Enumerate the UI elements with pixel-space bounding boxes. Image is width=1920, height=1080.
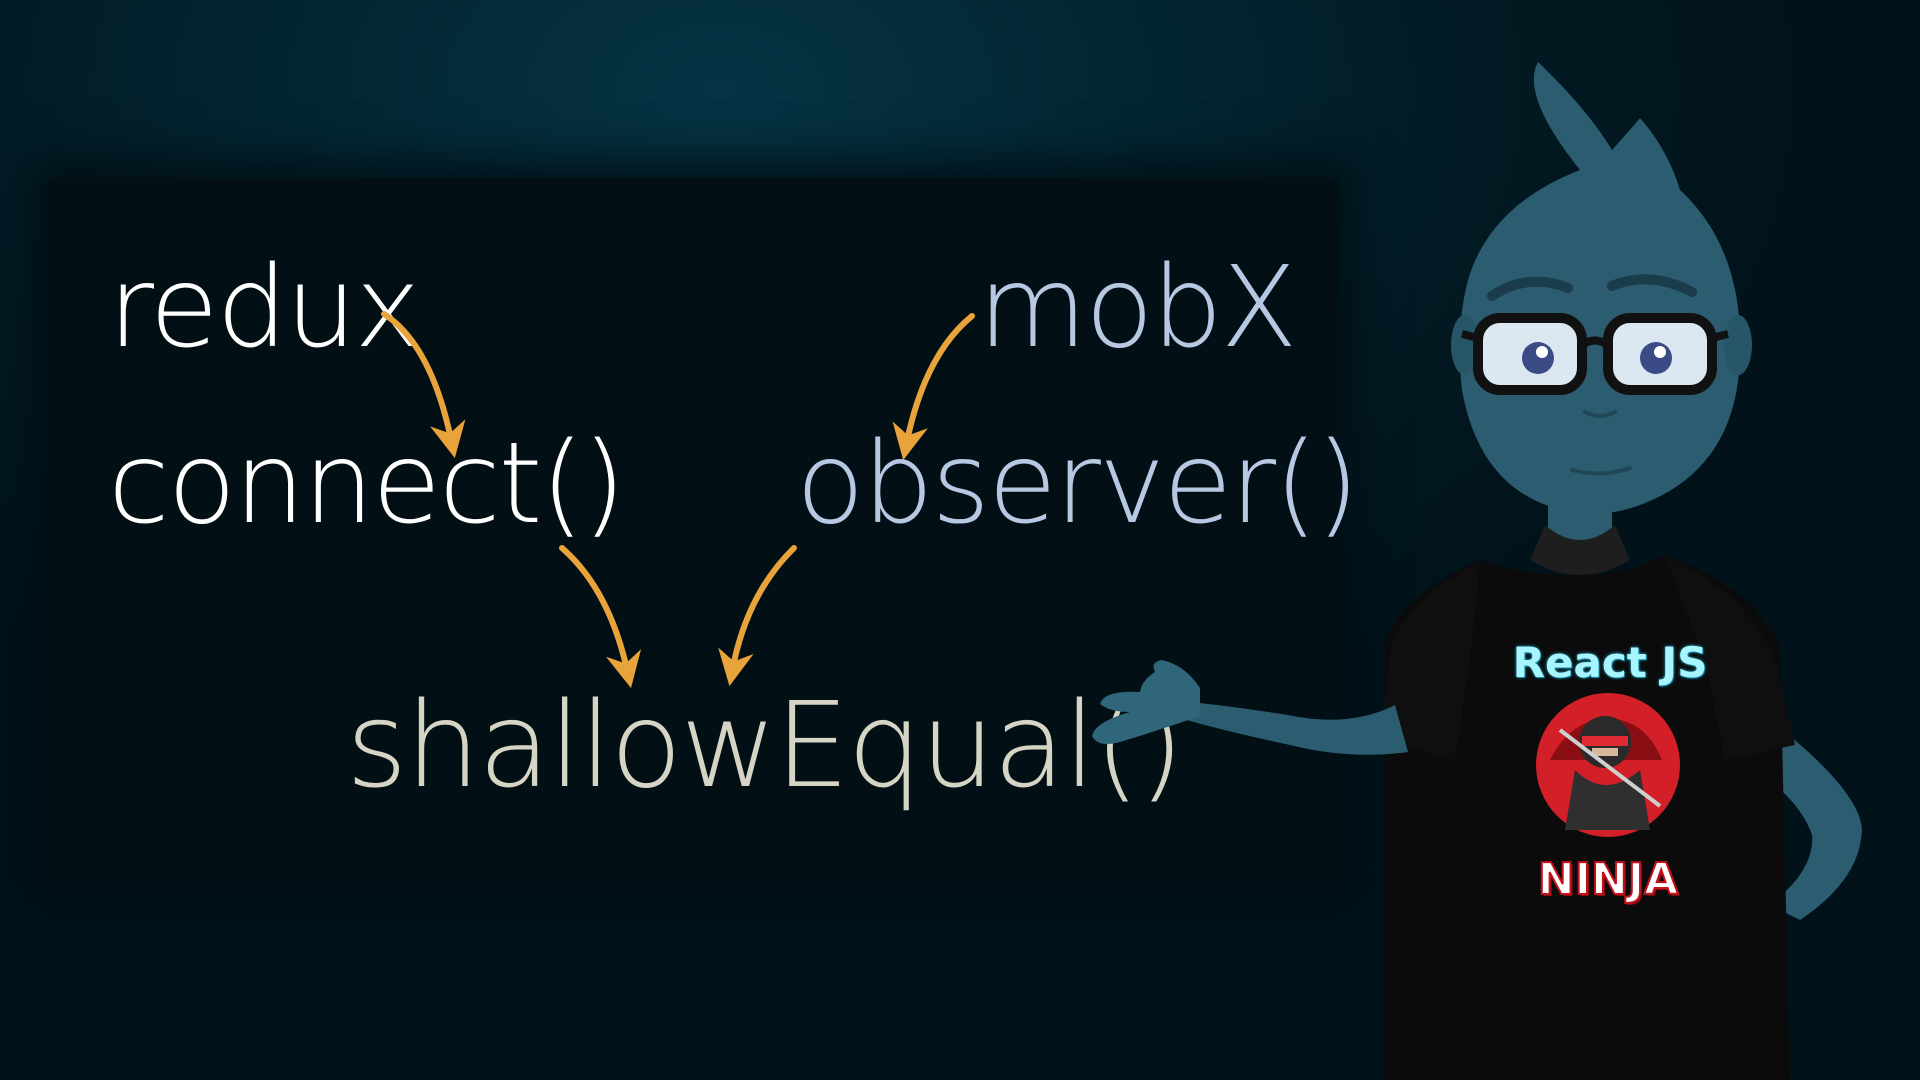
slide-board	[48, 178, 1338, 880]
term-shallow-equal: shallowEqual()	[346, 676, 1184, 814]
term-redux: redux	[108, 243, 421, 373]
shirt-caption: NINJA	[1537, 854, 1679, 905]
arrow-connect-to-shallow-icon	[559, 545, 642, 689]
arrow-redux-to-connect-icon	[381, 311, 466, 459]
arrow-mobx-to-observer-icon	[892, 313, 975, 461]
term-observer: observer()	[796, 419, 1360, 549]
term-connect: connect()	[108, 419, 626, 549]
term-mobx: mobX	[978, 243, 1297, 373]
shirt-title: React JS	[1512, 638, 1708, 687]
arrow-observer-to-shallow-icon	[718, 545, 797, 687]
